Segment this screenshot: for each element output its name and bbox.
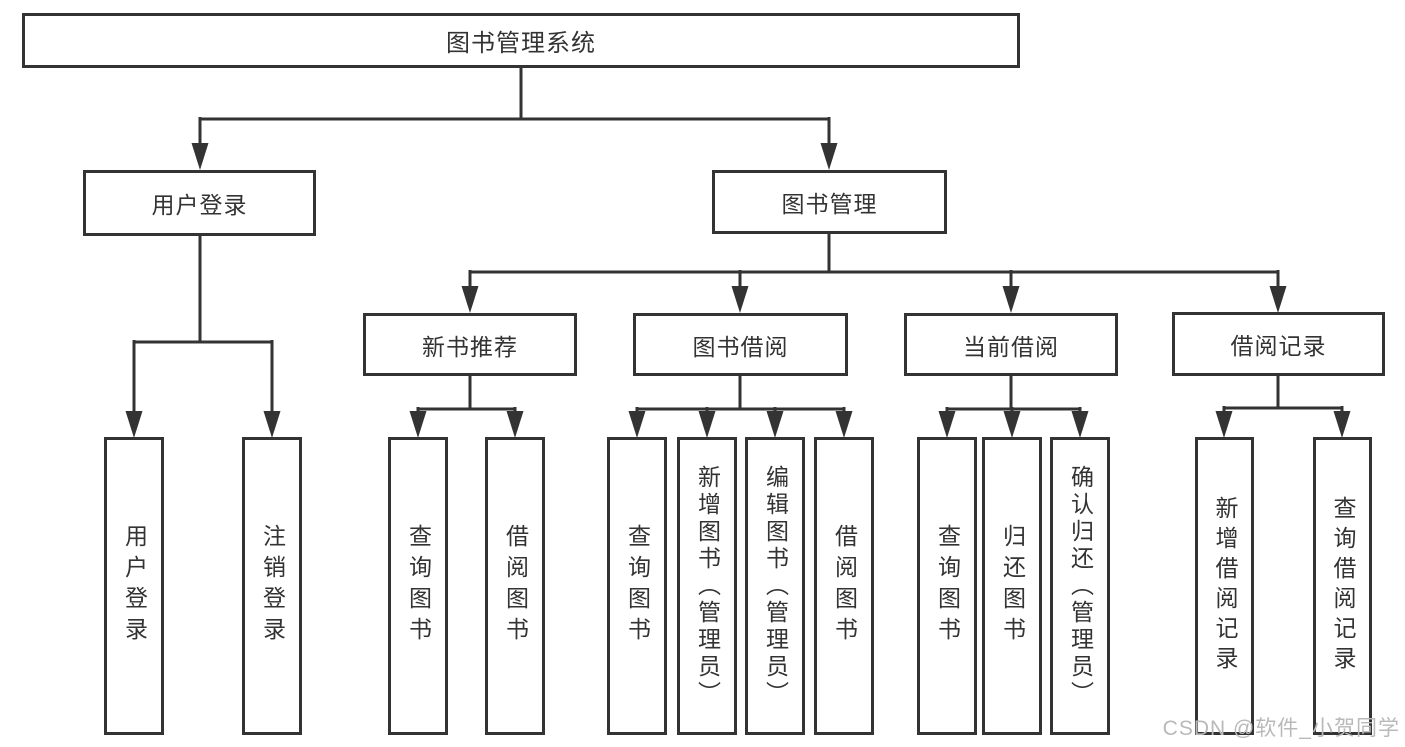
node-borrow-records: 借阅记录 — [1172, 312, 1385, 376]
node-label: 当前借阅 — [963, 333, 1059, 360]
node-label: 归还图书 — [999, 524, 1026, 648]
node-label: 新书推荐 — [422, 333, 518, 360]
leaf-query-books-recommend: 查询图书 — [388, 437, 448, 735]
leaf-logout: 注销登录 — [242, 437, 302, 735]
node-label: 查询借阅记录 — [1330, 496, 1356, 676]
node-current-borrow: 当前借阅 — [904, 313, 1118, 376]
node-label: 新增图书（管理员） — [694, 464, 721, 708]
node-label: 图书管理 — [781, 191, 878, 217]
leaf-query-books-current: 查询图书 — [917, 437, 977, 735]
leaf-return-books: 归还图书 — [982, 437, 1042, 735]
leaf-query-books: 查询图书 — [607, 437, 667, 735]
csdn-watermark: CSDN @软件_小贺同学 — [1162, 717, 1400, 740]
node-label: 查询图书 — [934, 524, 961, 648]
node-library-management-system: 图书管理系统 — [22, 13, 1020, 68]
node-book-borrow: 图书借阅 — [633, 313, 848, 376]
node-label: 查询图书 — [405, 524, 432, 648]
node-label: 借阅图书 — [831, 524, 858, 648]
node-label: 用户登录 — [151, 192, 248, 218]
node-label: 用户登录 — [121, 524, 148, 648]
leaf-confirm-return-admin: 确认归还（管理员） — [1050, 437, 1110, 735]
leaf-borrow-books-recommend: 借阅图书 — [485, 437, 545, 735]
node-new-book-recommend: 新书推荐 — [363, 313, 577, 376]
node-label: 查询图书 — [624, 524, 651, 648]
node-label: 图书管理系统 — [446, 30, 596, 57]
leaf-user-login: 用户登录 — [104, 437, 164, 735]
node-label: 注销登录 — [259, 524, 286, 648]
leaf-borrow-books: 借阅图书 — [814, 437, 874, 735]
leaf-query-borrow-record: 查询借阅记录 — [1313, 437, 1372, 735]
leaf-edit-books-admin: 编辑图书（管理员） — [745, 437, 805, 735]
leaf-add-borrow-record: 新增借阅记录 — [1195, 437, 1254, 735]
node-label: 借阅图书 — [502, 524, 529, 648]
node-user-login: 用户登录 — [83, 170, 316, 236]
node-label: 确认归还（管理员） — [1067, 464, 1094, 708]
node-book-management: 图书管理 — [712, 170, 947, 234]
node-label: 借阅记录 — [1230, 333, 1327, 359]
leaf-add-books-admin: 新增图书（管理员） — [677, 437, 737, 735]
node-label: 编辑图书（管理员） — [762, 464, 789, 708]
node-label: 新增借阅记录 — [1212, 496, 1238, 676]
node-label: 图书借阅 — [692, 333, 789, 360]
